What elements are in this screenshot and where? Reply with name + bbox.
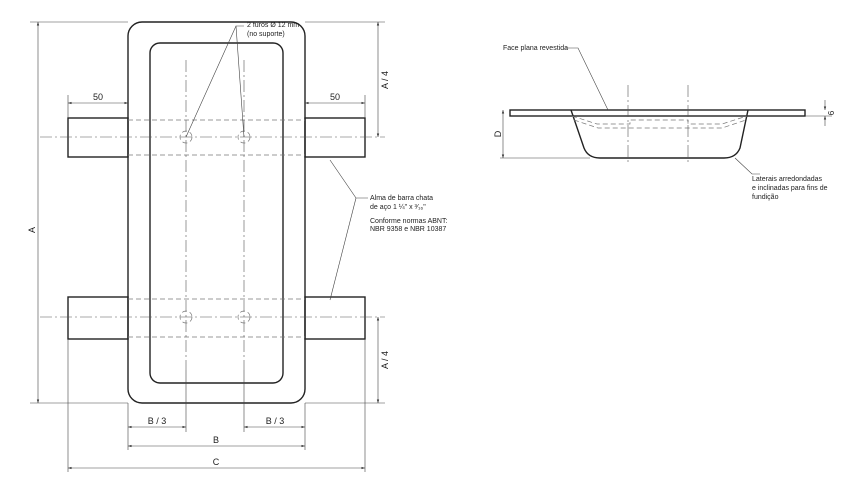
- dim-A4-bottom: A / 4: [380, 351, 390, 369]
- core-note: Alma de barra chata de aço 1 ¼" x ³⁄₁₆" …: [329, 159, 447, 301]
- sides-note-line1: Laterais arredondadas: [752, 176, 823, 183]
- dim-C: C: [213, 457, 220, 467]
- sides-note-line2: e inclinadas para fins de: [752, 185, 828, 192]
- face-note: Face plana revestida: [503, 45, 609, 111]
- dim-B3-right: B / 3: [266, 416, 285, 426]
- side-view: D 6 Face plana revestida Laterais arredo…: [493, 45, 836, 201]
- outer-body: [127, 21, 306, 404]
- inner-recess: [149, 42, 284, 384]
- sides-note-line3: fundição: [752, 194, 779, 201]
- norm-note-line1: Conforme normas ABNT:: [370, 218, 447, 225]
- front-view: A A / 4 A / 4 50 50 B / 3 B / 3 B C: [27, 21, 447, 472]
- holes-note-line1: 2 furos Ø 12 mm: [247, 22, 299, 29]
- bar-bottom-right: [304, 296, 366, 340]
- dim-D: D: [493, 130, 503, 137]
- flange: [509, 109, 806, 117]
- core-note-line2: de aço 1 ¼" x ³⁄₁₆": [370, 204, 426, 211]
- side-dimensions: D 6: [493, 100, 836, 159]
- bar-bottom-left: [67, 296, 129, 340]
- holes: [179, 130, 251, 324]
- bar-top-right: [304, 117, 366, 158]
- dim-50-right: 50: [330, 92, 340, 102]
- dim-A4-top: A / 4: [380, 71, 390, 89]
- hidden-core: [571, 115, 748, 129]
- core-note-line1: Alma de barra chata: [370, 195, 433, 202]
- dim-B3-left: B / 3: [148, 416, 167, 426]
- hidden-bar-lines: [128, 119, 305, 338]
- dim-A: A: [27, 227, 37, 233]
- face-note-text: Face plana revestida: [503, 45, 568, 52]
- sides-note: Laterais arredondadas e inclinadas para …: [734, 157, 828, 201]
- dim-50-left: 50: [93, 92, 103, 102]
- norm-note-line2: NBR 9358 e NBR 10387: [370, 226, 446, 233]
- bowl: [570, 109, 749, 159]
- holes-note: 2 furos Ø 12 mm (no suporte): [185, 22, 299, 138]
- holes-note-line2: (no suporte): [247, 31, 285, 38]
- bar-top-left: [67, 117, 129, 158]
- dimensions: A A / 4 A / 4 50 50 B / 3 B / 3 B C: [27, 21, 390, 472]
- dim-thickness: 6: [827, 110, 836, 115]
- dim-B: B: [213, 435, 219, 445]
- centerlines: [40, 60, 385, 370]
